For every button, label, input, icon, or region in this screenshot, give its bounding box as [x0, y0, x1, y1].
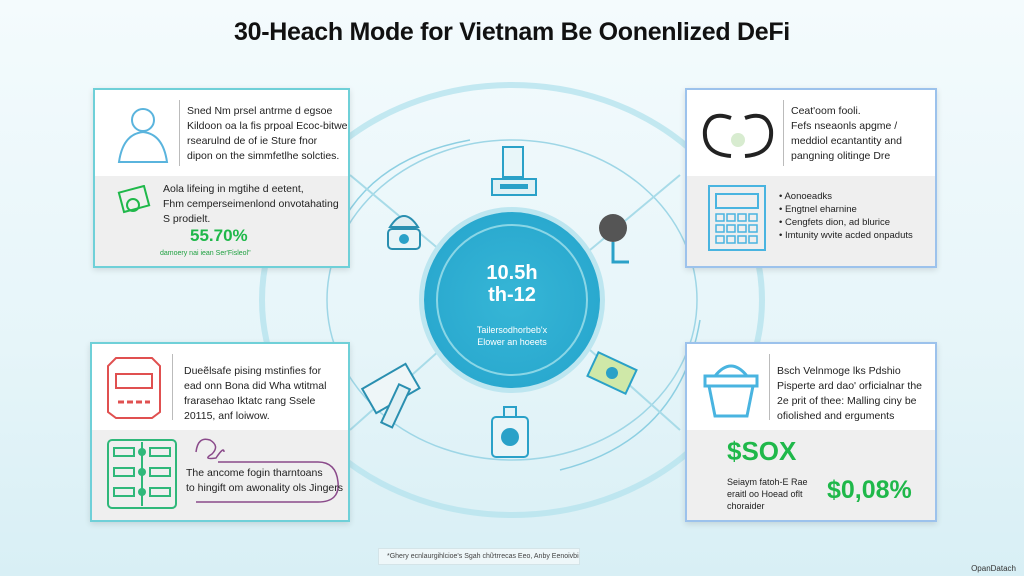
hub-title-line1: 10.5h: [486, 262, 538, 284]
robot-icon: [387, 215, 421, 250]
panel-text: Ceat'oom fooli.Fefs nseaonls apgme /medd…: [791, 105, 902, 162]
corner-label: OpanDatach: [971, 564, 1016, 573]
bullet-list: • Aonoeadks• Engtnel eharnine• Cengfets …: [779, 191, 913, 241]
receipt-icon: [107, 357, 161, 419]
money-hand-icon: [117, 185, 151, 214]
hub-sub-line2: Elower an hoeets: [477, 337, 547, 347]
panel-top-right: Ceat'oom fooli.Fefs nseaonls apgme /medd…: [685, 88, 937, 268]
person-icon: [117, 108, 169, 163]
wallet-card-icon: [360, 362, 421, 429]
hub-title-line2: th-12: [488, 284, 536, 306]
stat-caption: damoery nai iean Ser'Fisleol": [160, 250, 251, 257]
hub-inner-ring: [436, 224, 588, 376]
purple-loop-decoration: [195, 438, 339, 503]
page-title: 30-Heach Mode for Vietnam Be Oonenlized …: [234, 18, 790, 46]
helmet-icon: [599, 214, 629, 264]
stat-value-primary: $SOX: [727, 436, 797, 466]
calculator-icon: [708, 185, 766, 251]
footnote: *Ghery ecnlaurgihlcioe's Sgah chữtrrecas…: [378, 548, 580, 565]
shopping-basket-icon: [703, 364, 759, 418]
stat-value-secondary: $0,08%: [827, 476, 912, 504]
server-icon: [491, 146, 537, 196]
banknote-icon: [586, 351, 638, 395]
stat-value: 55.70%: [190, 226, 248, 245]
handshake-icon: [702, 113, 774, 158]
network-flow-icon: [107, 439, 177, 509]
panel-subtext: Aola lifeing in mgtihe d eetent,Fhm cemp…: [163, 183, 339, 225]
vault-icon: [491, 406, 529, 458]
hub-sub-line1: Tailersodhorbeb'x: [476, 325, 548, 335]
